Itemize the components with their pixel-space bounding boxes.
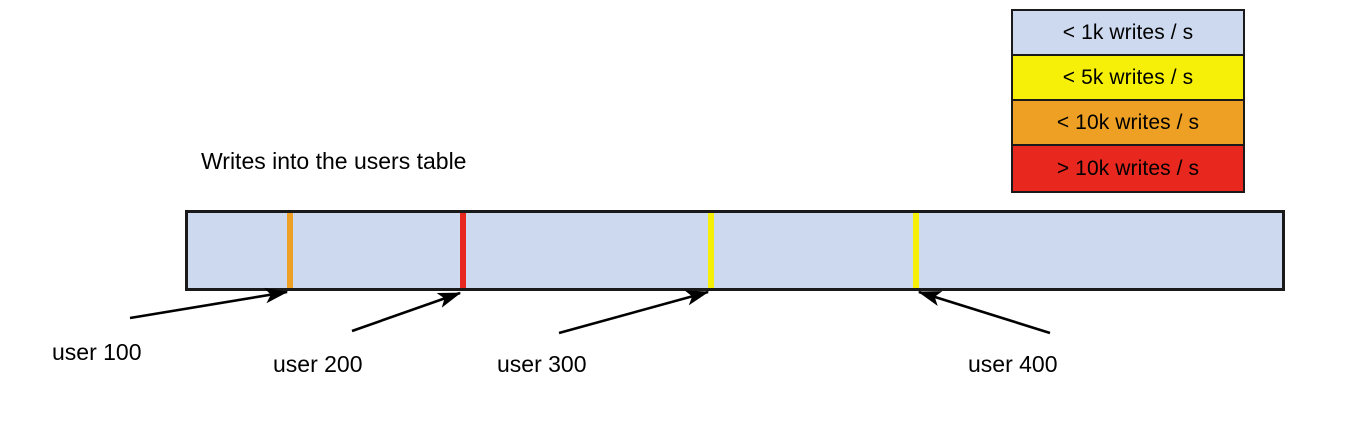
chart-title: Writes into the users table: [201, 148, 467, 174]
arrow-user-100: [129, 287, 289, 320]
legend-row-lt-1k: < 1k writes / s: [1013, 11, 1243, 56]
users-table-range-bar: [185, 210, 1285, 291]
legend-row-lt-10k: < 10k writes / s: [1013, 101, 1243, 146]
marker-stripe-user-300: [708, 213, 714, 288]
callout-label-user-400: user 400: [968, 351, 1058, 377]
legend-label-lt-1k: < 1k writes / s: [1062, 21, 1194, 44]
arrow-user-200: [351, 291, 462, 333]
arrow-user-400: [917, 290, 1051, 335]
callout-label-user-300: user 300: [497, 351, 587, 377]
legend-label-lt-5k: < 5k writes / s: [1062, 66, 1194, 89]
legend-label-lt-10k: < 10k writes / s: [1056, 111, 1200, 134]
legend-label-gt-10k: > 10k writes / s: [1056, 157, 1200, 180]
arrow-user-300: [558, 290, 710, 335]
legend-row-gt-10k: > 10k writes / s: [1013, 146, 1243, 191]
marker-stripe-user-200: [460, 213, 466, 288]
legend-row-lt-5k: < 5k writes / s: [1013, 56, 1243, 101]
marker-stripe-user-100: [287, 213, 293, 288]
marker-stripe-user-400: [913, 213, 919, 288]
legend: < 1k writes / s < 5k writes / s < 10k wr…: [1011, 9, 1245, 193]
callout-label-user-200: user 200: [273, 351, 363, 377]
callout-label-user-100: user 100: [52, 339, 142, 365]
